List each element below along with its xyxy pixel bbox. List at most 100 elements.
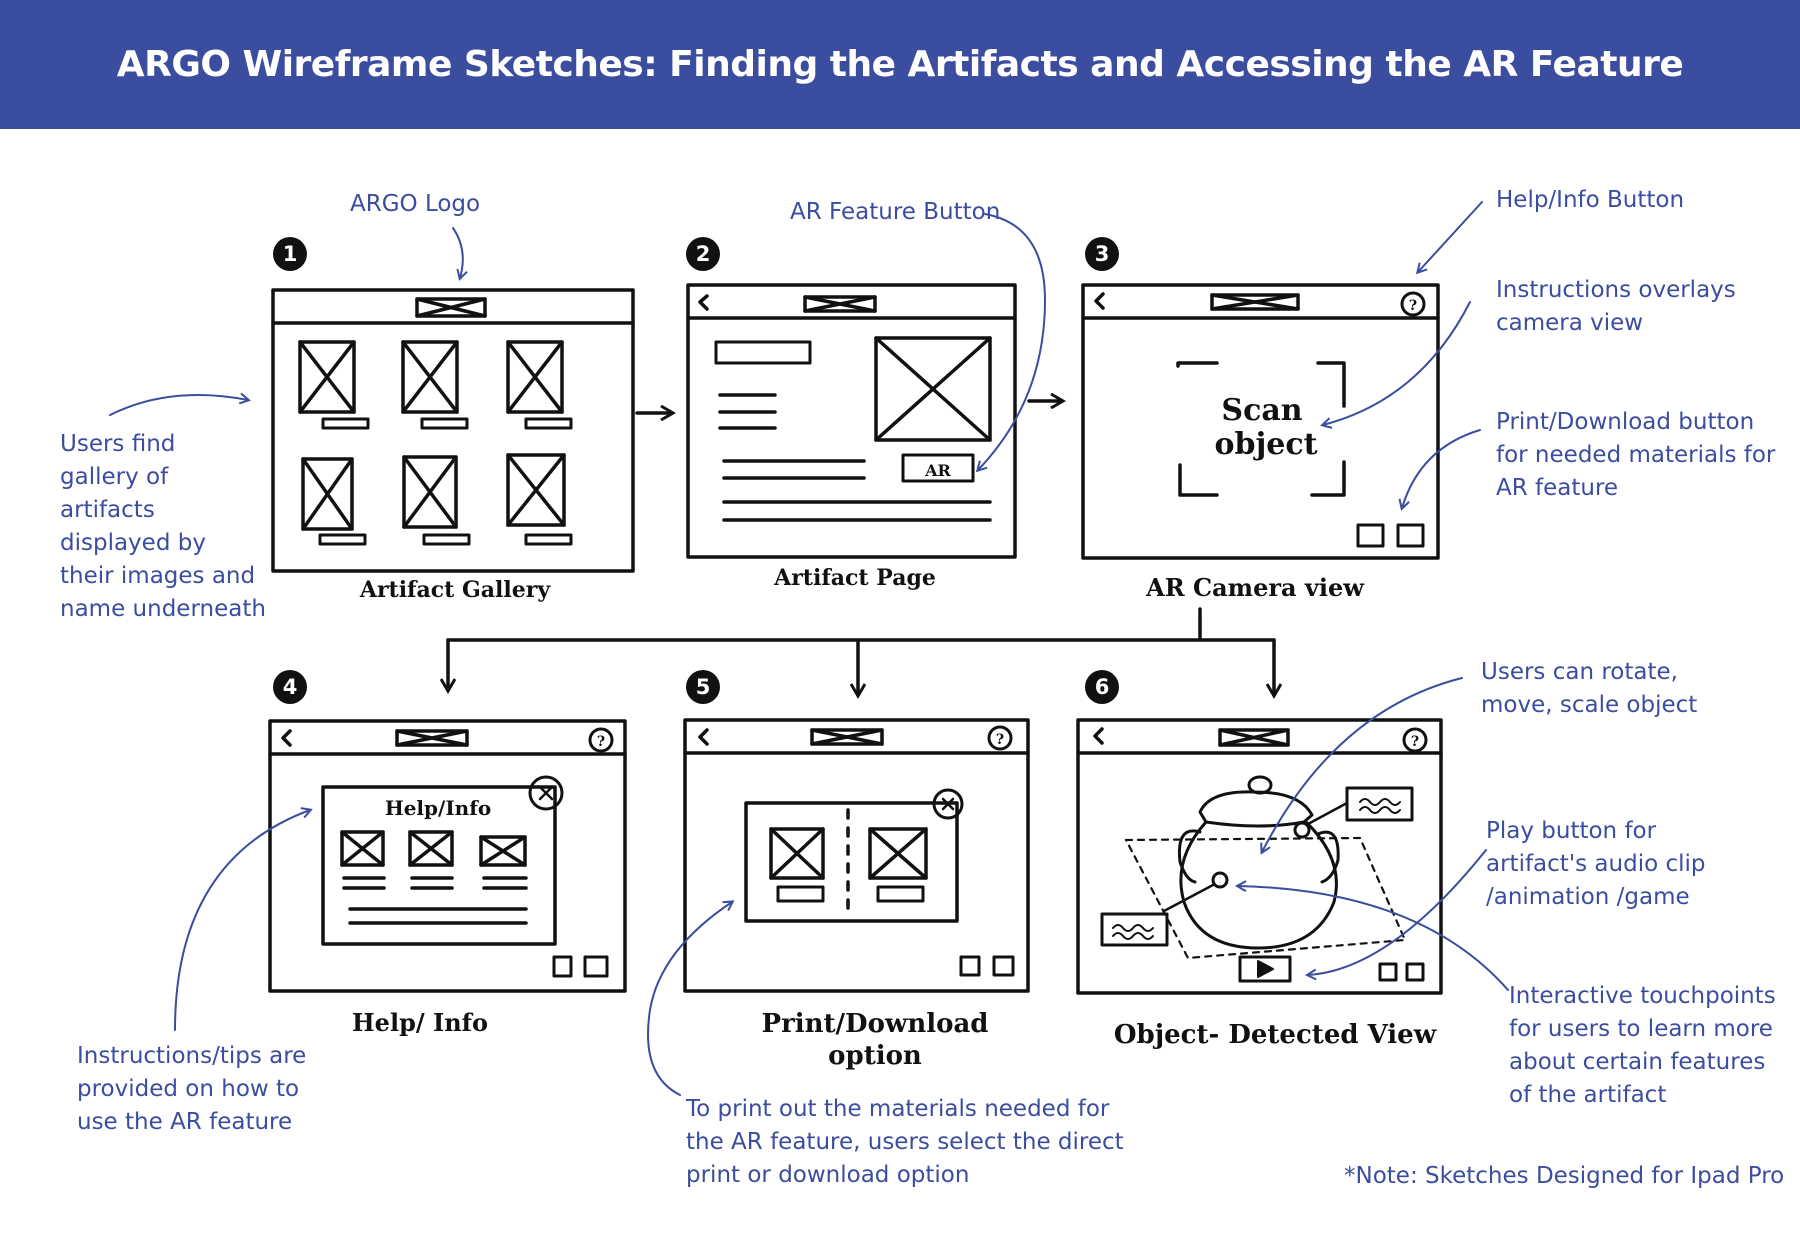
gallery-image-placeholder	[402, 455, 471, 546]
help-glyph: ?	[996, 732, 1004, 748]
note-line: print or download option	[686, 1162, 970, 1188]
arrow-print-btn	[1402, 429, 1481, 508]
note-argo-logo: ARGO Logo	[350, 191, 481, 217]
caption-artifact-gallery: Artifact Gallery	[359, 577, 551, 603]
help-glyph: ?	[597, 734, 605, 750]
ar-button-label: AR	[924, 461, 951, 480]
note-line: of the artifact	[1509, 1082, 1667, 1108]
ar-feature-button	[901, 453, 975, 483]
caption-object-detected: Object- Detected View	[1113, 1020, 1437, 1050]
touchpoint-icon	[1211, 871, 1229, 889]
note-line: /animation /game	[1486, 884, 1690, 910]
step-number-5: 5	[686, 670, 720, 704]
note-line: for users to learn more	[1509, 1016, 1773, 1042]
header-banner: ARGO Wireframe Sketches: Finding the Art…	[0, 0, 1800, 129]
note-gallery: Users find gallery of artifacts displaye…	[60, 428, 266, 626]
note-line: artifacts	[60, 497, 155, 523]
note-rotate: Users can rotate, move, scale object	[1481, 656, 1697, 722]
note-tips: Instructions/tips are provided on how to…	[77, 1040, 306, 1139]
download-icon	[583, 955, 609, 978]
gallery-image-placeholder	[298, 340, 370, 430]
note-print-out: To print out the materials needed for th…	[686, 1093, 1124, 1192]
note-line: gallery of	[60, 464, 169, 490]
arrow-touchpoints	[1238, 886, 1509, 991]
arrow-logo	[452, 227, 463, 278]
note-line: AR feature	[1496, 475, 1619, 501]
note-line: Interactive touchpoints	[1509, 983, 1776, 1009]
frame-help-info	[268, 719, 627, 993]
arrow-gallery	[109, 395, 248, 416]
gallery-image-placeholder	[506, 453, 573, 546]
frame-print-download	[683, 718, 1030, 993]
caption-ar-camera-view: AR Camera view	[1146, 573, 1364, 602]
arrow-ar-feature	[978, 213, 1047, 470]
artifact-vase-sketch	[1124, 775, 1407, 960]
arrow-print-out	[647, 902, 732, 1096]
print-icon	[1378, 962, 1398, 982]
help-info-icon	[1400, 291, 1426, 317]
download-icon	[1405, 962, 1425, 982]
download-icon	[992, 955, 1015, 977]
info-card-placeholder	[1100, 912, 1169, 947]
print-download-overlay	[744, 801, 959, 923]
footnote: *Note: Sketches Designed for Ipad Pro	[1344, 1163, 1785, 1189]
arrow-play	[1308, 849, 1487, 975]
frame-ar-camera-view	[1081, 283, 1440, 560]
note-print-button: Print/Download button for needed materia…	[1496, 406, 1775, 505]
step-number-2: 2	[686, 237, 720, 271]
back-chevron-icon	[281, 729, 292, 747]
help-info-icon	[1402, 727, 1428, 753]
note-line: move, scale object	[1481, 692, 1698, 718]
back-chevron-icon	[698, 728, 709, 746]
print-icon	[552, 955, 573, 978]
note-line: displayed by	[60, 530, 206, 556]
argo-logo-placeholder	[415, 297, 487, 318]
arrow-rotate	[1262, 677, 1463, 852]
play-button	[1238, 955, 1292, 983]
scan-object-line1: Scan	[1221, 393, 1302, 428]
note-line: Play button for	[1486, 818, 1657, 844]
note-play: Play button for artifact's audio clip /a…	[1486, 815, 1706, 914]
info-card-placeholder	[1345, 786, 1414, 822]
arrow-tips	[174, 810, 310, 1031]
frame-artifact-page	[686, 283, 1017, 559]
step-number-6: 6	[1085, 670, 1119, 704]
page-title: ARGO Wireframe Sketches: Finding the Art…	[116, 44, 1684, 85]
note-ar-feature-button: AR Feature Button	[790, 199, 1001, 225]
note-line: the AR feature, users select the direct	[686, 1129, 1124, 1155]
help-info-overlay-title: Help/Info	[385, 796, 491, 820]
back-chevron-icon	[1094, 292, 1105, 310]
note-line: name underneath	[60, 596, 266, 622]
gallery-image-placeholder	[301, 457, 367, 546]
note-line: To print out the materials needed for	[686, 1096, 1110, 1122]
note-overlay: Instructions overlays camera view	[1496, 274, 1736, 340]
note-line: Instructions overlays	[1496, 277, 1736, 303]
touchpoint-icon	[1293, 821, 1311, 839]
help-info-overlay	[321, 785, 557, 946]
print-icon	[959, 955, 981, 977]
note-line: their images and	[60, 563, 256, 589]
note-line: for needed materials for	[1496, 442, 1776, 468]
scan-object-line2: object	[1214, 427, 1317, 462]
back-chevron-icon	[698, 294, 709, 311]
close-icon	[932, 788, 964, 820]
flow-arrows	[448, 401, 1274, 695]
help-glyph: ?	[1409, 298, 1417, 314]
arrow-overlay	[1323, 301, 1471, 425]
step-number-4: 4	[273, 670, 307, 704]
note-line: about certain features	[1509, 1049, 1766, 1075]
note-help-info-button: Help/Info Button	[1496, 187, 1685, 213]
download-icon	[1396, 523, 1425, 548]
step-number-3: 3	[1085, 237, 1119, 271]
frame-artifact-gallery	[271, 288, 635, 573]
note-line: provided on how to	[77, 1076, 300, 1102]
back-chevron-icon	[1093, 727, 1104, 745]
close-icon	[528, 775, 564, 811]
gallery-image-placeholder	[401, 340, 469, 430]
gallery-image-placeholder	[506, 340, 573, 430]
note-line: Users find	[60, 431, 176, 457]
play-icon	[1257, 960, 1274, 978]
caption-artifact-page: Artifact Page	[774, 565, 936, 591]
help-glyph: ?	[1411, 734, 1419, 750]
